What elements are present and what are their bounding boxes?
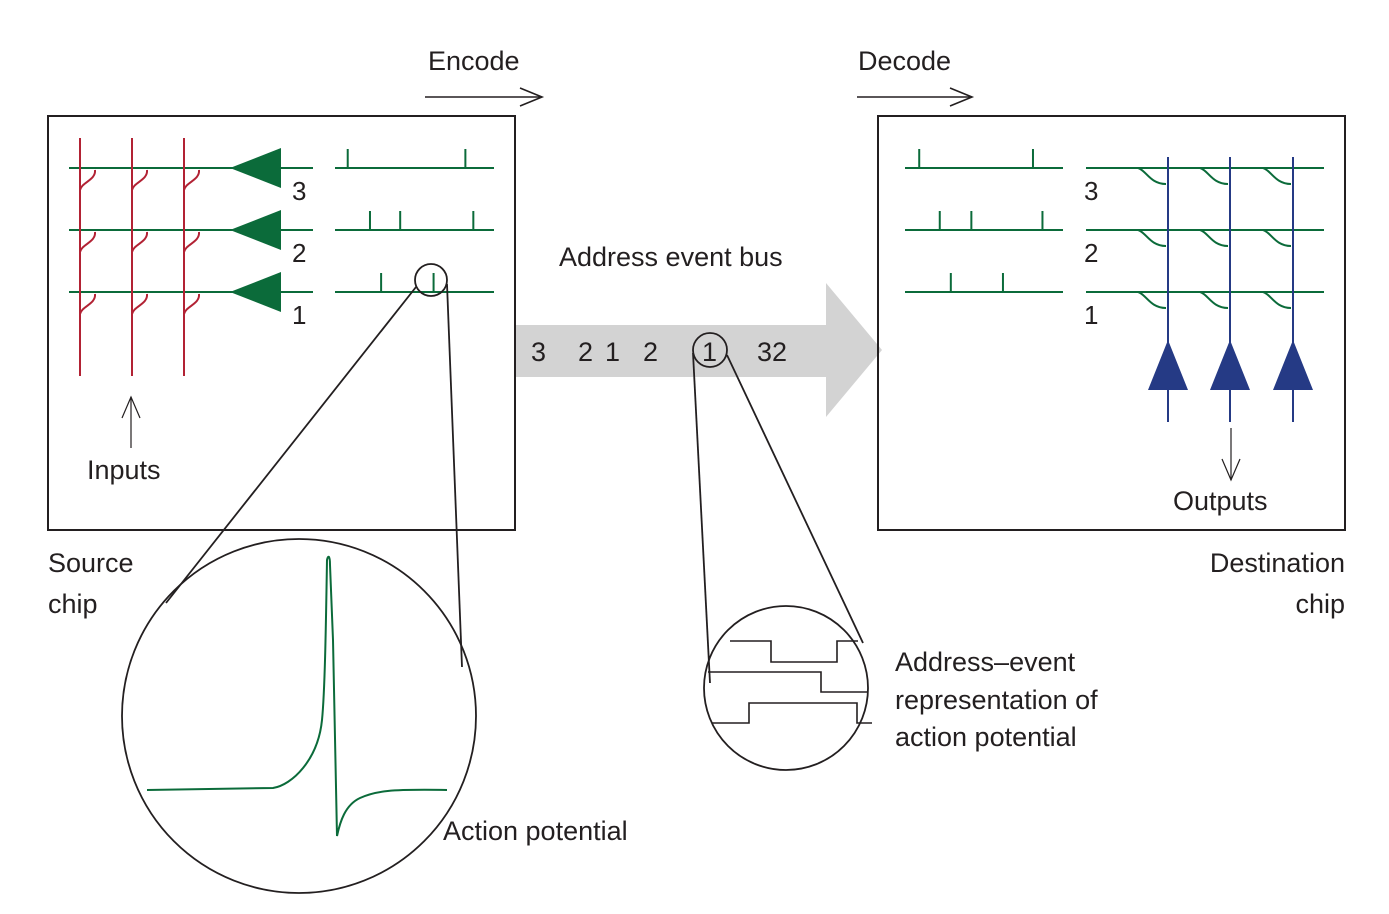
bus-events: 3 2 1 2 1 32 [531, 337, 787, 367]
bus-event-highlighted: 1 [702, 337, 717, 367]
output-synapse [1199, 229, 1229, 247]
outputs-arrow-icon [1221, 428, 1241, 482]
bus-event: 32 [757, 337, 787, 367]
source-spike-magnifier [121, 263, 477, 894]
source-chip-label-line2: chip [48, 589, 98, 619]
bus-event: 2 [643, 337, 658, 367]
aer-caption-line3: action potential [895, 722, 1077, 752]
output-neuron-triangle [1273, 340, 1313, 390]
output-synapse [1262, 167, 1292, 185]
source-chip-label-line1: Source [48, 548, 134, 578]
encode-arrow-icon [425, 87, 545, 107]
input-synapse [79, 231, 96, 253]
destination-chip-box [877, 115, 1346, 531]
inputs-arrow-icon [121, 395, 141, 448]
aer-waveform [708, 640, 872, 724]
output-neuron-triangle [1210, 340, 1250, 390]
input-synapse [131, 293, 148, 315]
output-synapse [1137, 229, 1167, 247]
outputs-label: Outputs [1173, 486, 1268, 516]
destination-chip-label-line1: Destination [1210, 548, 1345, 578]
destination-row-number-3: 3 [1084, 176, 1098, 206]
source-neuron-triangle [230, 210, 281, 250]
source-row-number-3: 3 [292, 176, 306, 206]
bus-title: Address event bus [559, 242, 783, 272]
source-chip-box [47, 115, 516, 531]
output-synapse [1137, 167, 1167, 185]
input-synapse [183, 231, 200, 253]
input-synapse [131, 231, 148, 253]
input-synapse [183, 169, 200, 191]
output-neuron-triangle [1148, 340, 1188, 390]
aer-caption-line1: Address–event [895, 647, 1076, 677]
destination-row-number-1: 1 [1084, 300, 1098, 330]
input-synapse [79, 169, 96, 191]
destination-chip-label-line2: chip [1295, 589, 1345, 619]
destination-spike-trains [905, 149, 1063, 293]
aer-caption-line2: representation of [895, 685, 1098, 715]
input-synapse [131, 169, 148, 191]
action-potential-label: Action potential [443, 816, 628, 846]
output-synapse [1137, 291, 1167, 309]
source-neuron-triangle [230, 148, 281, 188]
action-potential-trace [146, 555, 448, 837]
bus-event: 1 [605, 337, 620, 367]
encode-label: Encode [428, 46, 520, 76]
source-synapse-grid [69, 138, 313, 376]
inputs-label: Inputs [87, 455, 161, 485]
bus-event: 2 [578, 337, 593, 367]
source-neuron-triangle [230, 272, 281, 312]
source-row-number-1: 1 [292, 300, 306, 330]
address-event-bus-arrow [515, 283, 882, 417]
source-row-number-2: 2 [292, 238, 306, 268]
destination-synapse-grid [1086, 157, 1324, 422]
bus-event-magnifier [692, 332, 869, 771]
destination-row-number-2: 2 [1084, 238, 1098, 268]
output-synapse [1199, 167, 1229, 185]
output-synapse [1262, 291, 1292, 309]
output-synapse [1199, 291, 1229, 309]
input-synapse [79, 293, 96, 315]
decode-arrow-icon [857, 87, 975, 107]
source-spike-trains [335, 149, 494, 293]
output-synapse [1262, 229, 1292, 247]
input-synapse [183, 293, 200, 315]
bus-event: 3 [531, 337, 546, 367]
decode-label: Decode [858, 46, 951, 76]
